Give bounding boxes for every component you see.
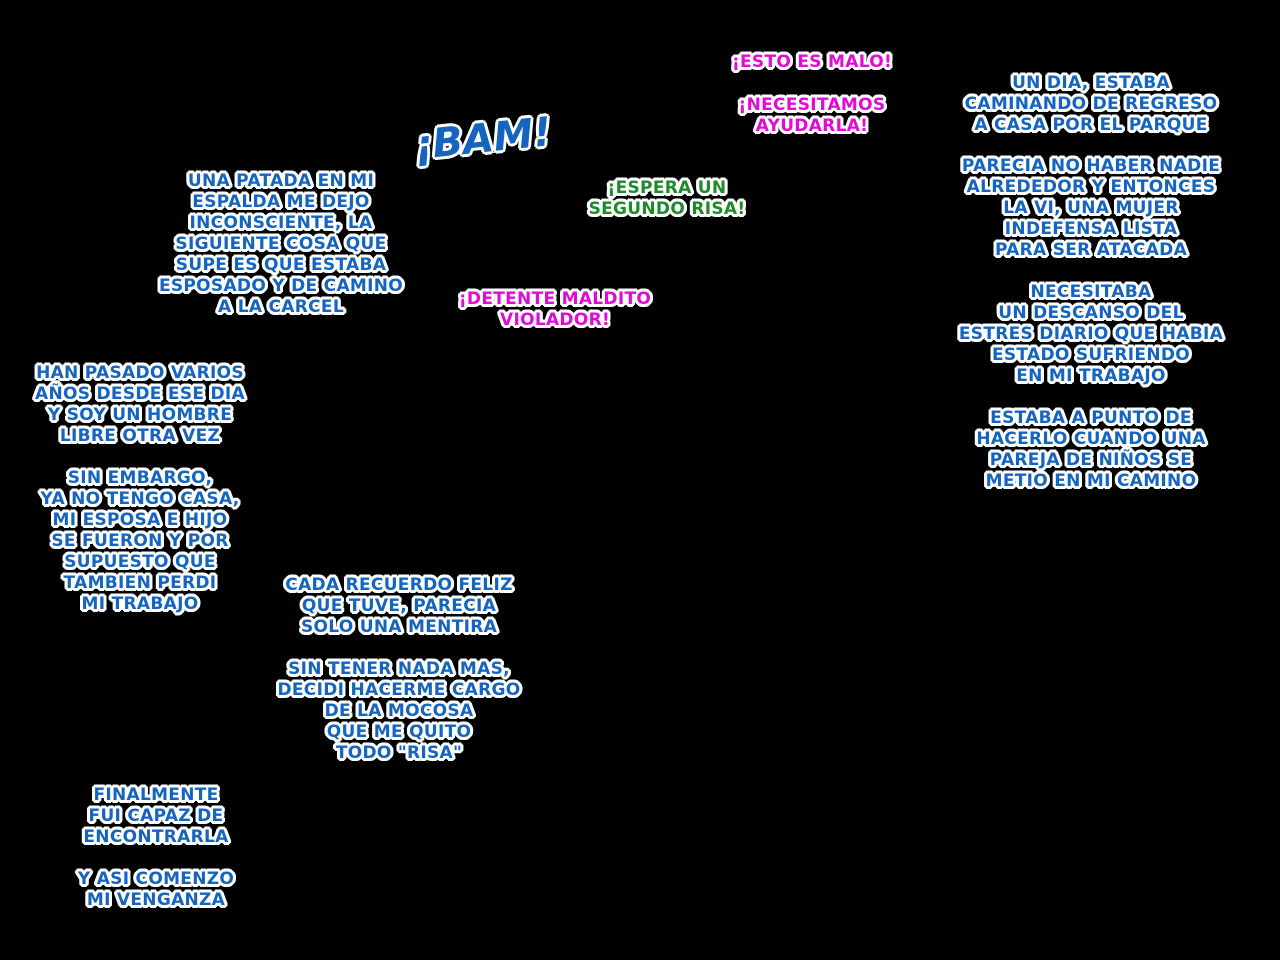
narration-un-dia: UN DIA, ESTABA CAMINANDO DE REGRESO A CA… — [964, 73, 1218, 135]
narration-sin-embargo: SIN EMBARGO, YA NO TENGO CASA, MI ESPOSA… — [40, 468, 240, 614]
dialogue-espera-un-segundo: ¡ESPERA UN SEGUNDO RISA! — [588, 178, 746, 219]
dialogue-detente-maldito: ¡DETENTE MALDITO VIOLADOR! — [458, 289, 652, 330]
narration-finalmente: FINALMENTE FUI CAPAZ DE ENCONTRARLA — [83, 785, 229, 847]
sfx-bam: ¡BAM! — [411, 109, 554, 170]
narration-han-pasado: HAN PASADO VARIOS AÑOS DESDE ESE DIA Y S… — [35, 363, 245, 446]
narration-parecia: PARECIA NO HABER NADIE ALREDEDOR Y ENTON… — [961, 156, 1221, 260]
narration-sin-tener: SIN TENER NADA MAS, DECIDI HACERME CARGO… — [277, 659, 521, 763]
narration-necesitaba: NECESITABA UN DESCANSO DEL ESTRES DIARIO… — [958, 282, 1224, 386]
narration-una-patada: UNA PATADA EN MI ESPALDA ME DEJO INCONSC… — [158, 171, 404, 317]
narration-estaba-a-punto: ESTABA A PUNTO DE HACERLO CUANDO UNA PAR… — [976, 408, 1206, 491]
dialogue-esto-es-malo: ¡ESTO ES MALO! — [731, 52, 893, 72]
narration-cada-recuerdo: CADA RECUERDO FELIZ QUE TUVE, PARECIA SO… — [285, 575, 513, 637]
dialogue-necesitamos-ayudarla: ¡NECESITAMOS AYUDARLA! — [738, 95, 886, 136]
narration-y-asi: Y ASI COMENZO MI VENGANZA — [77, 869, 235, 910]
